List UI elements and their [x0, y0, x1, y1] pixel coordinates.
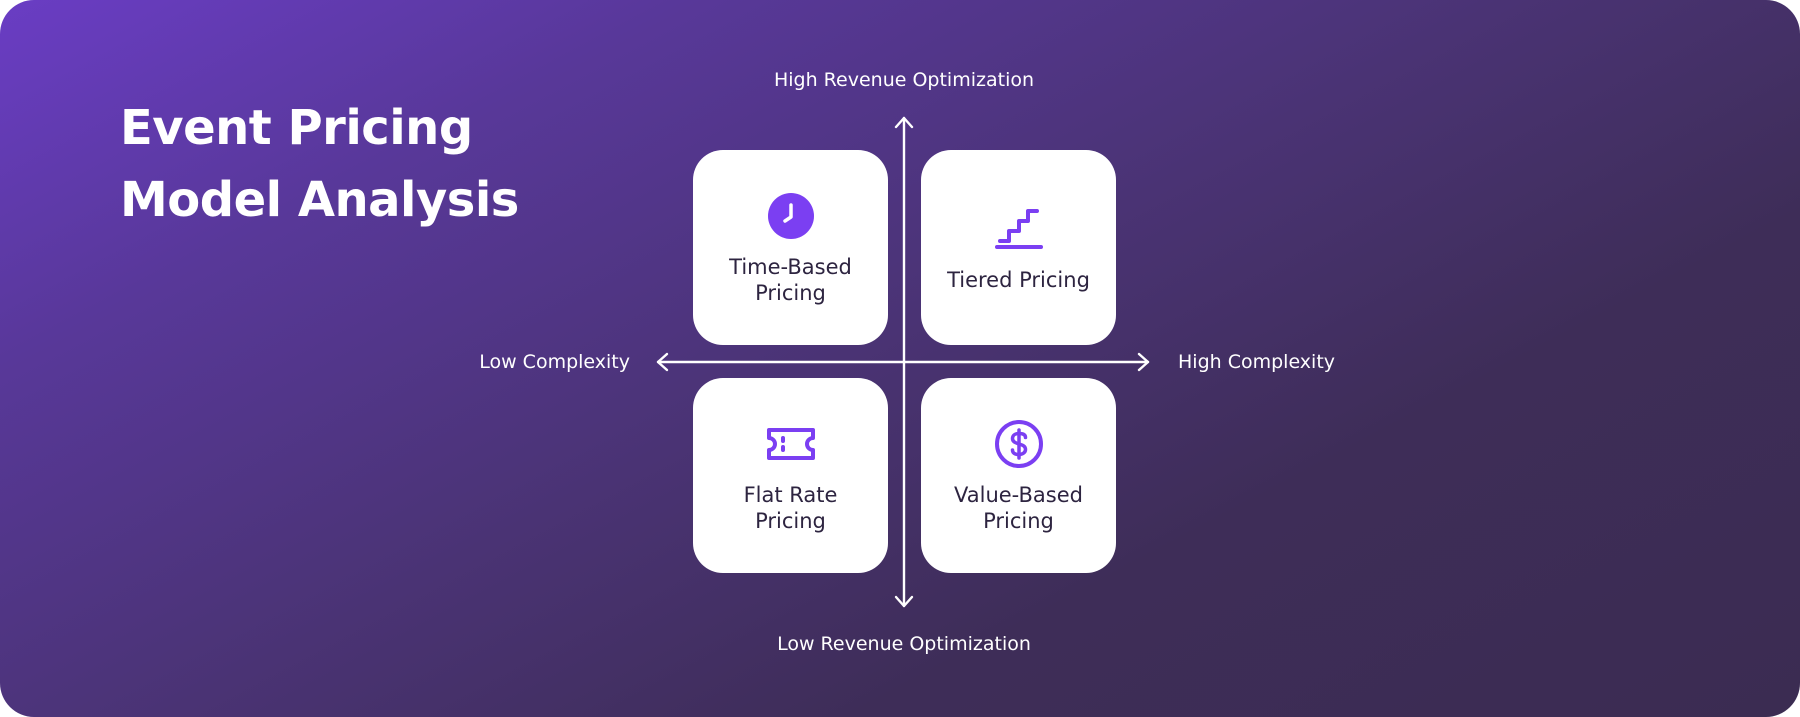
quadrant-label-line-2: Pricing	[755, 508, 826, 533]
title-line-1: Event Pricing	[120, 100, 473, 156]
quadrant-label: Tiered Pricing	[934, 267, 1104, 293]
quadrant-label: Flat Rate Pricing	[706, 482, 876, 534]
quadrant-label: Time-Based Pricing	[706, 254, 876, 306]
vertical-axis-top-arrowhead	[894, 116, 914, 129]
axis-label-high-revenue: High Revenue Optimization	[773, 69, 1035, 91]
stairs-icon	[993, 203, 1045, 255]
clock-icon	[765, 190, 817, 242]
title-line-2: Model Analysis	[120, 172, 519, 228]
quadrant-card-time-based: Time-Based Pricing	[693, 150, 888, 345]
quadrant-label-line-1: Tiered Pricing	[947, 267, 1090, 292]
quadrant-label: Value-Based Pricing	[934, 482, 1104, 534]
ticket-icon	[765, 418, 817, 470]
quadrant-label-line-1: Time-Based	[729, 254, 852, 279]
quadrant-card-flat-rate: Flat Rate Pricing	[693, 378, 888, 573]
quadrant-card-value-based: Value-Based Pricing	[921, 378, 1116, 573]
horizontal-axis-right-arrowhead	[1137, 352, 1150, 372]
page-title: Event Pricing Model Analysis	[120, 92, 519, 236]
horizontal-axis-left-arrowhead	[656, 352, 669, 372]
quadrant-card-tiered: Tiered Pricing	[921, 150, 1116, 345]
dollar-coin-icon	[993, 418, 1045, 470]
quadrant-label-line-2: Pricing	[755, 280, 826, 305]
vertical-axis-bottom-arrowhead	[894, 595, 914, 608]
quadrant-label-line-1: Flat Rate	[743, 482, 838, 507]
axis-label-low-revenue: Low Revenue Optimization	[777, 633, 1031, 655]
quadrant-label-line-1: Value-Based	[954, 482, 1083, 507]
axis-label-high-complexity: High Complexity	[1178, 351, 1336, 373]
axis-label-low-complexity: Low Complexity	[479, 351, 630, 373]
quadrant-label-line-2: Pricing	[983, 508, 1054, 533]
